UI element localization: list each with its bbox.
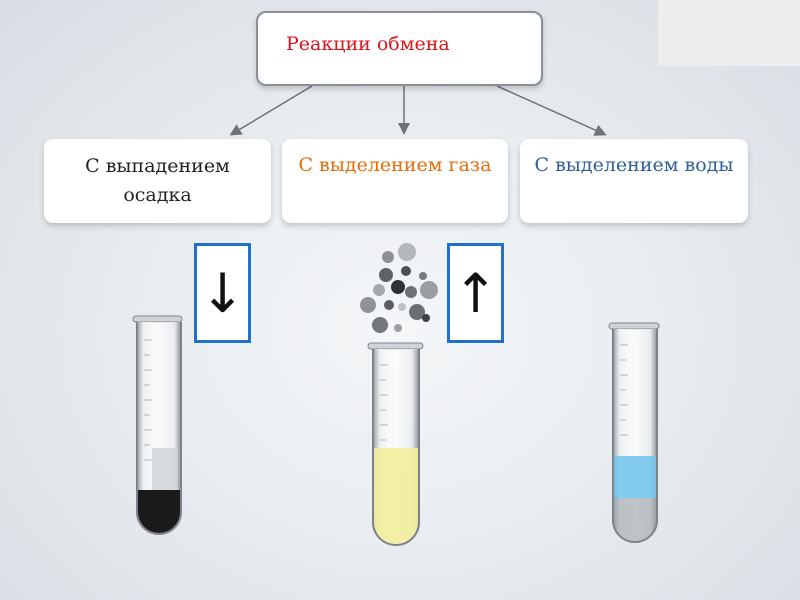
category-water: С выделением воды [520, 139, 748, 223]
root-node: Реакции обмена [256, 11, 543, 86]
category-precipitate: С выпадением осадка [44, 139, 271, 223]
down-arrow-icon: ↓ [199, 261, 246, 325]
category-gas-label: С выделением газа [298, 153, 492, 176]
connector-left [229, 85, 313, 136]
corner-panel [658, 0, 800, 66]
tube-water [608, 322, 660, 543]
category-precipitate-label: С выпадением осадка [85, 152, 230, 210]
up-arrow-icon: ↑ [452, 261, 499, 325]
root-label: Реакции обмена [286, 33, 450, 55]
category-precipitate-line2: осадка [123, 184, 192, 206]
category-precipitate-line1: С выпадением [85, 155, 230, 177]
connector-right [496, 85, 607, 136]
tube-gas [367, 342, 424, 546]
precipitate-arrow-box: ↓ [194, 243, 251, 343]
gas-bubbles-icon [360, 243, 438, 333]
gas-arrow-box: ↑ [447, 243, 504, 343]
category-gas: С выделением газа [282, 139, 508, 223]
category-water-label: С выделением воды [534, 153, 734, 176]
tube-precipitate [132, 315, 183, 535]
